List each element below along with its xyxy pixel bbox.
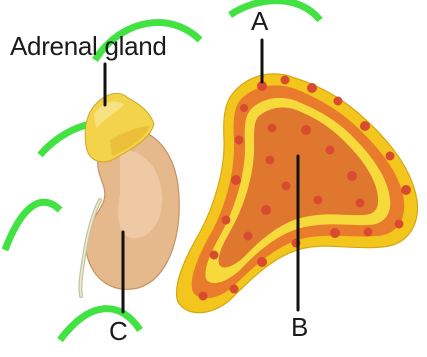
spot (222, 216, 231, 225)
spot (356, 199, 365, 208)
spot (230, 285, 239, 294)
spot (395, 220, 404, 229)
spot (347, 171, 357, 181)
spot (307, 83, 317, 93)
spot (401, 185, 411, 195)
spot (261, 205, 271, 215)
spot (326, 146, 335, 155)
spot (210, 251, 219, 260)
watermark-stroke-4 (5, 202, 60, 250)
spot (231, 175, 241, 185)
label-a: A (251, 8, 268, 34)
spot (266, 156, 275, 165)
spot (386, 152, 395, 161)
spot (314, 196, 323, 205)
label-adrenal-gland: Adrenal gland (10, 33, 167, 59)
spot (281, 76, 290, 85)
watermark-stroke-3 (230, 1, 320, 20)
spot (235, 136, 244, 145)
spot (257, 257, 267, 267)
spot (301, 125, 311, 135)
spot (199, 292, 208, 301)
label-b: B (291, 314, 308, 340)
spot (268, 124, 277, 133)
spot (244, 232, 253, 241)
spot (240, 104, 248, 112)
spot (364, 228, 373, 237)
spot (330, 228, 340, 238)
spot (334, 97, 343, 106)
spot (360, 121, 370, 131)
watermark-stroke-5 (60, 309, 140, 340)
spot (282, 182, 291, 191)
label-c: C (109, 318, 128, 344)
